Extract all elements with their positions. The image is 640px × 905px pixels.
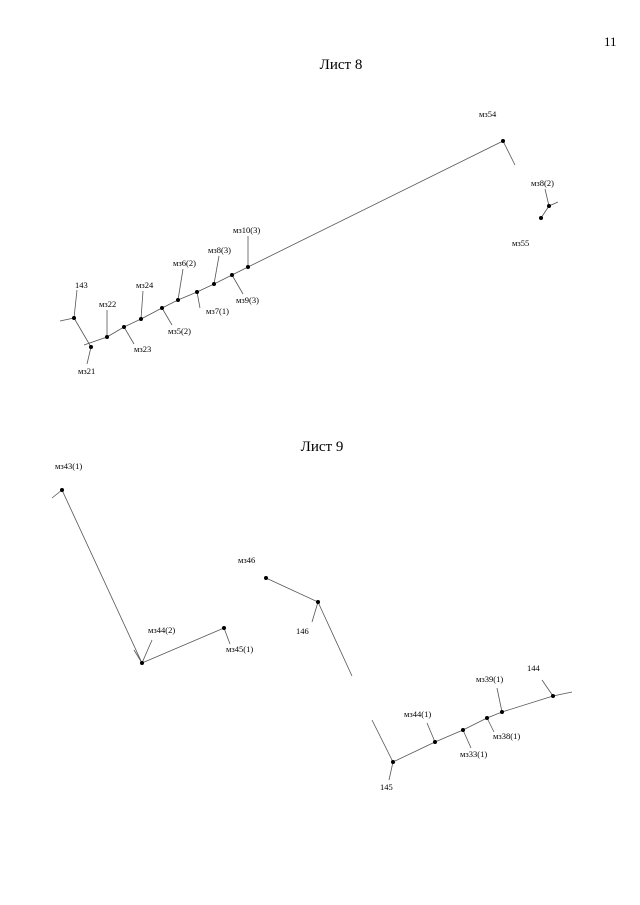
label-mz7-1: мз7(1) xyxy=(206,306,229,316)
point-145 xyxy=(391,760,395,764)
label-mz33-1: мз33(1) xyxy=(460,749,487,759)
point-mz45-1 xyxy=(222,626,226,630)
label-143: 143 xyxy=(75,280,88,290)
sheet-8-left-line xyxy=(59,317,92,348)
point-mz44-2 xyxy=(140,661,144,665)
point-mz7-1 xyxy=(195,290,199,294)
sheet-8-leaders xyxy=(73,188,550,365)
label-mz9-3: мз9(3) xyxy=(236,295,259,305)
point-mz23 xyxy=(122,325,126,329)
point-mz46 xyxy=(264,576,268,580)
point-mz44-1 xyxy=(433,740,437,744)
label-mz8-3: мз8(3) xyxy=(208,245,231,255)
point-mz5-2 xyxy=(160,306,164,310)
page-number: 11 xyxy=(604,34,617,49)
label-mz5-2: мз5(2) xyxy=(168,326,191,336)
point-mz43-1 xyxy=(60,488,64,492)
label-mz10-3: мз10(3) xyxy=(233,225,260,235)
sheet-8-title: Лист 8 xyxy=(319,57,363,73)
point-mz55 xyxy=(539,216,543,220)
label-mz24: мз24 xyxy=(136,280,154,290)
label-mz8-2: мз8(2) xyxy=(531,178,554,188)
point-mz24 xyxy=(139,317,143,321)
label-mz43-1: мз43(1) xyxy=(55,461,82,471)
sheet-8-right-line xyxy=(502,140,516,166)
label-144: 144 xyxy=(527,663,541,673)
point-144 xyxy=(551,694,555,698)
label-mz6-2: мз6(2) xyxy=(173,258,196,268)
point-143 xyxy=(72,316,76,320)
point-mz38-1 xyxy=(485,716,489,720)
point-mz33-1 xyxy=(461,728,465,732)
label-146: 146 xyxy=(296,626,309,636)
label-mz23: мз23 xyxy=(134,344,151,354)
point-mz10-3 xyxy=(246,265,250,269)
label-mz44-1: мз44(1) xyxy=(404,709,431,719)
label-mz54: мз54 xyxy=(479,109,497,119)
label-mz38-1: мз38(1) xyxy=(493,731,520,741)
sheet-9-title: Лист 9 xyxy=(300,439,344,455)
sheet-9-bottom-line xyxy=(371,691,573,763)
sheet-8-main-line xyxy=(83,140,504,346)
sheet-9-middle-line xyxy=(265,577,353,677)
label-mz45-1: мз45(1) xyxy=(226,644,253,654)
point-mz22 xyxy=(105,335,109,339)
sheet-9-leaders xyxy=(133,601,554,781)
point-146 xyxy=(316,600,320,604)
point-mz54 xyxy=(501,139,505,143)
label-mz21: мз21 xyxy=(78,366,95,376)
point-mz9-3 xyxy=(230,273,234,277)
point-mz21 xyxy=(89,345,93,349)
label-145: 145 xyxy=(380,782,393,792)
sheet-9-left-line xyxy=(51,489,225,664)
label-mz46: мз46 xyxy=(238,555,255,565)
point-mz39-1 xyxy=(500,710,504,714)
sheet-9-diagram: мз43(1) мз46 146 мз44(2) мз45(1) 144 мз3… xyxy=(51,461,573,792)
point-mz8-3 xyxy=(212,282,216,286)
point-mz6-2 xyxy=(176,298,180,302)
label-mz44-2: мз44(2) xyxy=(148,625,175,635)
point-mz8-2 xyxy=(547,204,551,208)
label-mz55: мз55 xyxy=(512,238,529,248)
label-mz39-1: мз39(1) xyxy=(476,674,503,684)
label-mz22: мз22 xyxy=(99,299,116,309)
sheet-8-diagram: мз54 мз8(2) мз55 мз10(3) мз8(3) мз9(3) м… xyxy=(59,109,559,376)
